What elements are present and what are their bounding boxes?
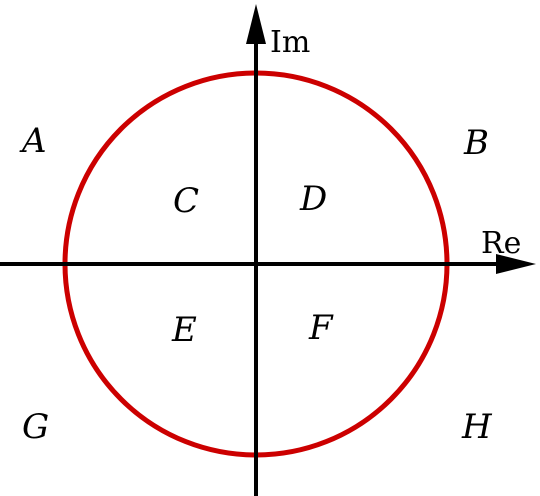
region-label-d: D [299,179,327,219]
region-label-e: E [171,310,197,350]
region-label-g: G [22,407,49,447]
real-axis-label: Re [481,226,521,261]
region-label-b: B [463,123,489,163]
real-axis-arrowhead [496,254,536,274]
imaginary-axis-label: Im [270,25,310,60]
region-label-a: A [19,121,47,161]
region-label-c: C [173,181,199,221]
region-label-h: H [461,407,493,447]
imaginary-axis-arrowhead [246,4,266,44]
region-label-f: F [308,308,334,348]
